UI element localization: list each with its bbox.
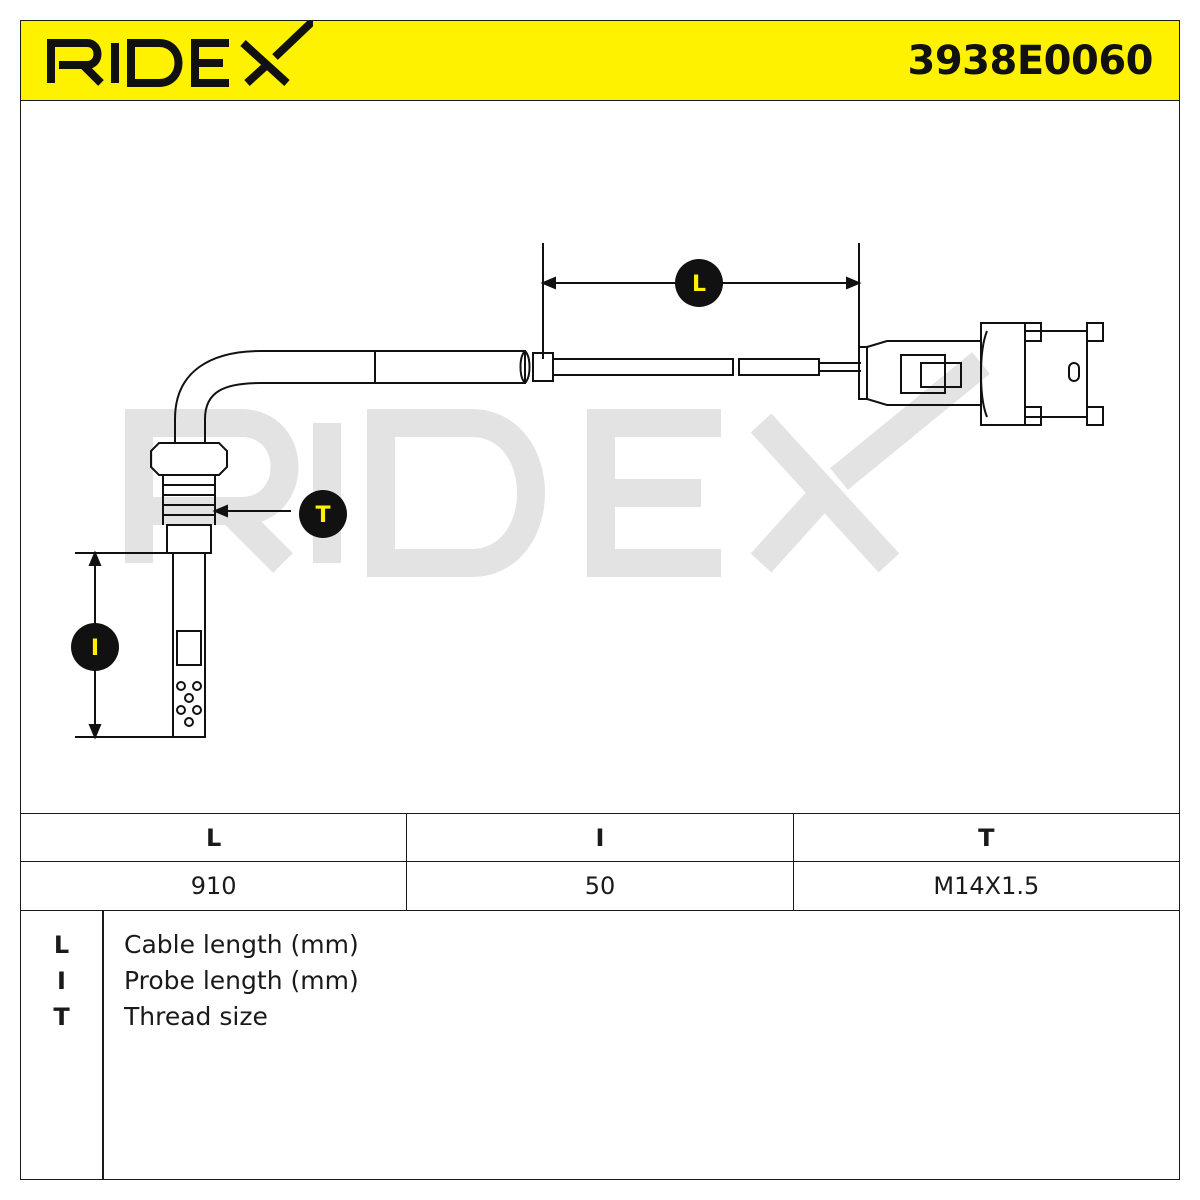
spec-table-header: L I T	[21, 814, 1179, 862]
legend-description: Thread size	[124, 1002, 268, 1031]
technical-drawing: L T I	[71, 243, 1104, 740]
probe-tip	[172, 552, 206, 738]
legend-description: Cable length (mm)	[124, 930, 359, 959]
spec-table-values: 910 50 M14X1.5	[21, 862, 1179, 910]
part-number: 3938E0060	[907, 38, 1154, 84]
electrical-connector	[858, 322, 1104, 426]
spec-header-l: L	[206, 823, 222, 852]
ridex-logo	[47, 21, 313, 87]
ridex-watermark	[125, 352, 990, 577]
callout-i-marker: I	[71, 623, 119, 671]
legend-symbol: T	[53, 1003, 70, 1031]
callout-l-label: L	[692, 272, 706, 297]
callout-t-marker: T	[299, 490, 347, 538]
spec-value-thread-size: M14X1.5	[792, 862, 1179, 910]
datasheet-frame: 3938E0060	[20, 20, 1180, 1180]
legend-item: I Probe length (mm)	[21, 963, 1179, 999]
legend-symbol: I	[57, 967, 66, 995]
legend-item: T Thread size	[21, 999, 1179, 1035]
spec-value-probe-length: 50	[406, 862, 792, 910]
callout-i-label: I	[91, 636, 99, 661]
legend-symbol: L	[53, 931, 70, 959]
legend-divider	[102, 911, 104, 1179]
legend: L Cable length (mm) I Probe length (mm) …	[21, 911, 1179, 1179]
spec-value-cable-length: 910	[190, 872, 237, 900]
spec-table: L I T 910 50 M14X1.5	[21, 813, 1179, 911]
spec-header-t: T	[792, 814, 1179, 861]
sensor-cable	[174, 350, 861, 443]
callout-t-label: T	[315, 503, 330, 528]
header-bar: 3938E0060	[21, 21, 1179, 101]
hex-nut-and-thread	[150, 442, 291, 554]
legend-description: Probe length (mm)	[124, 966, 359, 995]
spec-header-i: I	[406, 814, 792, 861]
legend-item: L Cable length (mm)	[21, 927, 1179, 963]
callout-l-marker: L	[675, 259, 723, 307]
